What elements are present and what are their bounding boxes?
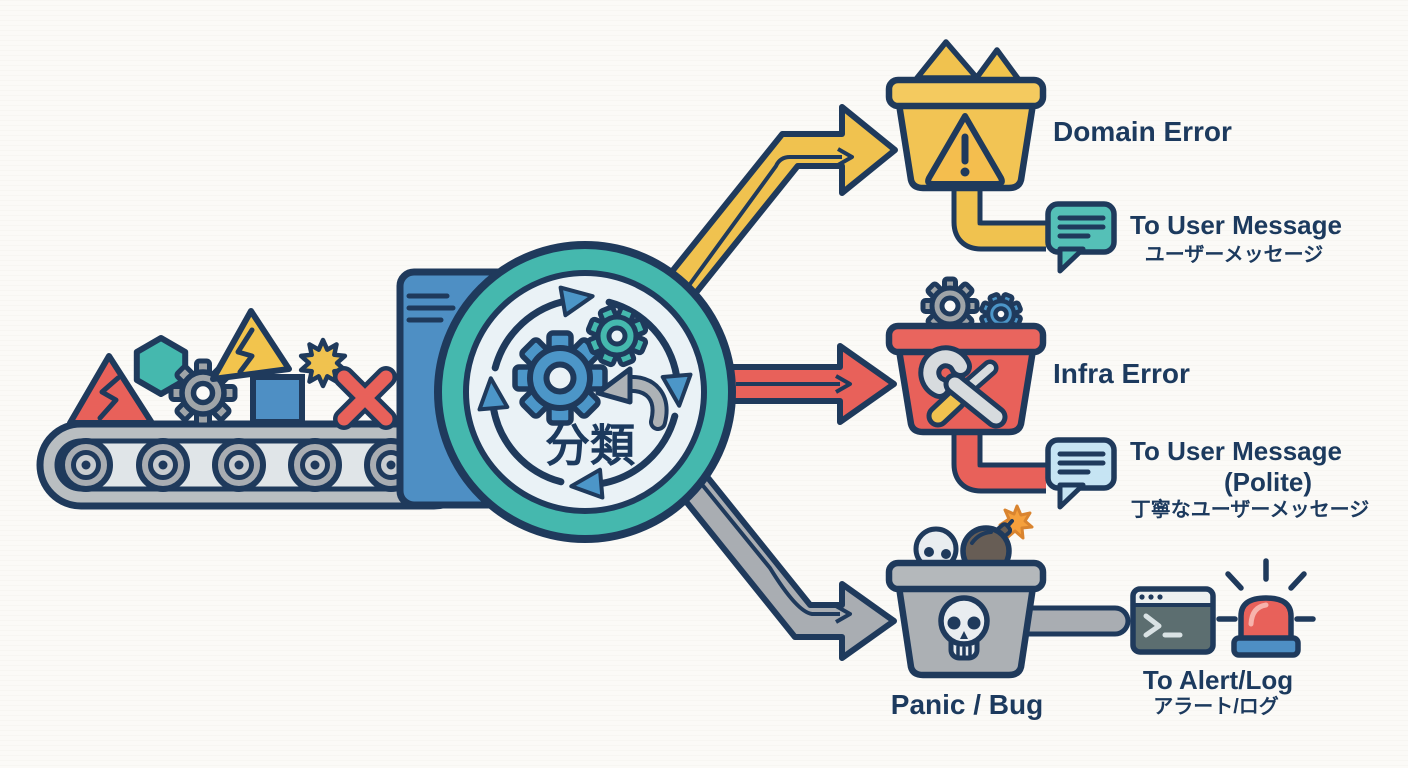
bucket-infra bbox=[885, 276, 1047, 436]
wrench-screwdriver-icon bbox=[918, 345, 1008, 429]
machine-vent-lines bbox=[406, 293, 456, 323]
arrow-panic bbox=[670, 463, 897, 661]
spark-icon bbox=[998, 504, 1034, 540]
gear-small-teal-icon bbox=[585, 304, 649, 368]
x-mark-red-icon bbox=[333, 366, 397, 430]
siren-icon bbox=[1216, 558, 1316, 658]
spill-triangle-icon bbox=[972, 47, 1022, 83]
cracked-triangle-red-icon bbox=[67, 353, 155, 426]
branch-panic: Panic / Bug To Alert/Log アラート/ログ bbox=[885, 504, 1316, 720]
connector-domain bbox=[951, 180, 1046, 252]
gear-large-blue-icon bbox=[512, 330, 608, 426]
cube-blue-icon bbox=[250, 374, 305, 425]
prompt-chevron bbox=[1143, 613, 1162, 638]
connector-infra bbox=[951, 426, 1046, 494]
bucket-rim bbox=[885, 322, 1047, 356]
bucket-panic bbox=[885, 504, 1047, 679]
bucket-domain bbox=[885, 39, 1047, 192]
skull-icon bbox=[938, 595, 990, 661]
branch-infra: Infra Error To User Message (Polite) 丁寧な… bbox=[885, 276, 1369, 521]
domain-error-label: Domain Error bbox=[1053, 116, 1232, 147]
arrow-domain bbox=[652, 104, 898, 315]
classifier-label: 分類 bbox=[545, 420, 636, 471]
spill-triangle-icon bbox=[914, 39, 980, 81]
branch-domain: Domain Error To User Message ユーザーメッセージ bbox=[885, 39, 1342, 274]
undo-arrow-icon bbox=[595, 366, 669, 431]
cycle-arrows-icon bbox=[477, 285, 693, 500]
input-error-shapes bbox=[67, 308, 397, 430]
bucket-rim bbox=[885, 559, 1047, 593]
infra-error-label: Infra Error bbox=[1053, 358, 1190, 389]
panic-bug-label: Panic / Bug bbox=[891, 689, 1043, 720]
spill-gear-blue-icon bbox=[979, 292, 1023, 336]
infra-output-label-ja: 丁寧なユーザーメッセージ bbox=[1131, 497, 1369, 521]
domain-output-label-ja: ユーザーメッセージ bbox=[1145, 243, 1323, 266]
terminal-icon bbox=[1130, 586, 1216, 655]
arrow-infra bbox=[725, 343, 897, 425]
domain-output-label: To User Message bbox=[1130, 210, 1342, 240]
infra-output-label: To User Message bbox=[1130, 436, 1342, 466]
bucket-rim bbox=[885, 76, 1047, 110]
classifier-magnifier: 分類 bbox=[434, 241, 736, 543]
panic-output-label: To Alert/Log bbox=[1143, 665, 1293, 695]
spill-gear-gray-icon bbox=[920, 276, 980, 336]
infra-output-suffix-label: (Polite) bbox=[1224, 467, 1312, 497]
panic-output-label-ja: アラート/ログ bbox=[1153, 694, 1279, 718]
speech-bubble-teal-icon bbox=[1045, 201, 1117, 274]
bolt-triangle-yellow-icon bbox=[210, 308, 292, 382]
warning-triangle-icon bbox=[925, 113, 1005, 187]
speech-bubble-light-icon bbox=[1045, 437, 1117, 510]
